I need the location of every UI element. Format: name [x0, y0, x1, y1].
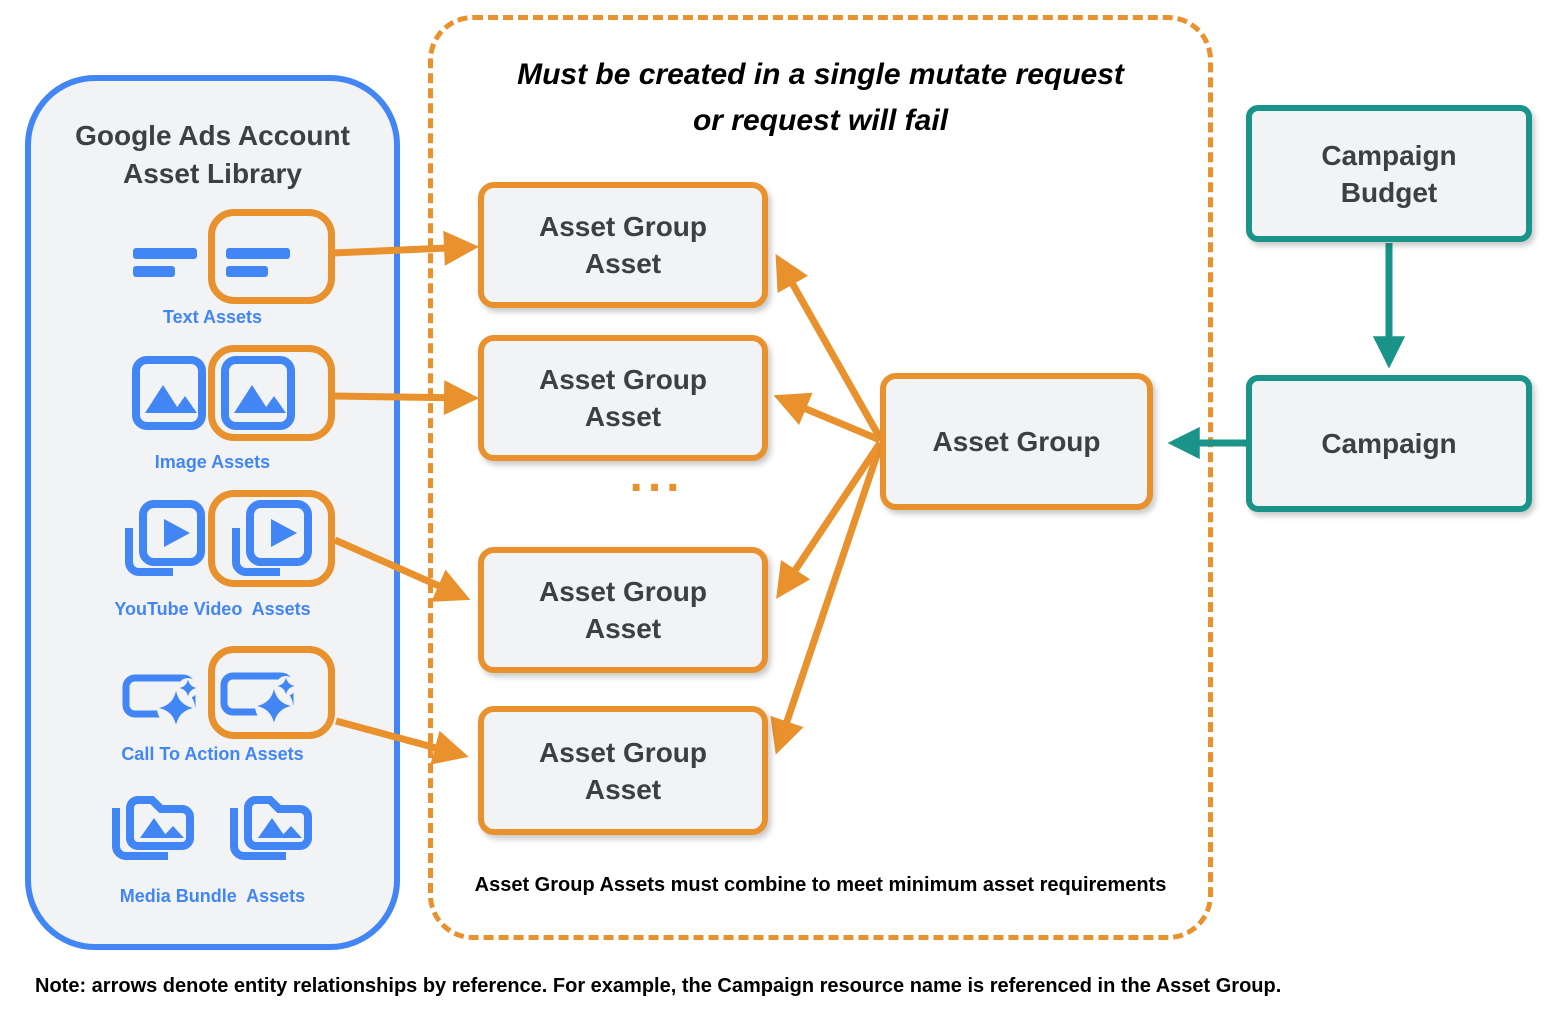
arrow-cta-asset-to-aga4: [335, 717, 469, 765]
asset-group-asset-box-2: Asset Group Asset: [478, 335, 768, 461]
campaign-budget-label-line2: Budget: [1340, 176, 1438, 208]
asset-group-box: Asset Group: [880, 373, 1153, 510]
call-to-action-selection-ring: [208, 646, 335, 739]
arrow-asset-group-to-aga4: [770, 444, 884, 755]
asset-library-title: Google Ads Account Asset Library: [31, 117, 394, 193]
image-assets-label: Image Assets: [154, 452, 271, 472]
call-to-action-asset-icon: [220, 672, 296, 722]
asset-library-panel: Google Ads Account Asset Library Text As…: [25, 75, 400, 950]
arrow-youtube-asset-to-aga3: [333, 536, 471, 602]
image-asset-icon: [221, 356, 295, 430]
campaign-budget-label-line1: Campaign: [1321, 139, 1457, 171]
asset-group-label: Asset Group: [932, 426, 1101, 457]
campaign-box: Campaign: [1246, 375, 1532, 512]
heading-line-1: Must be created in a single mutate reque…: [517, 58, 1124, 91]
footnote: Note: arrows denote entity relationships…: [35, 975, 1282, 997]
mutate-request-heading: Must be created in a single mutate reque…: [428, 52, 1213, 144]
youtube-video-asset-selection-ring: [208, 490, 335, 587]
aga4-label-line2: Asset: [584, 773, 662, 805]
asset-group-asset-box-1: Asset Group Asset: [478, 182, 768, 308]
image-asset-selection-ring: [208, 345, 335, 441]
aga2-label-line1: Asset Group: [538, 364, 708, 395]
call-to-action-asset-icon: [122, 674, 198, 724]
image-asset-icon: [132, 356, 206, 430]
text-asset-icon: [133, 248, 197, 277]
arrow-asset-group-to-aga2: [773, 392, 882, 444]
campaign-label: Campaign: [1321, 428, 1457, 459]
call-to-action-assets-label: Call To Action Assets: [121, 744, 304, 764]
aga1-label-line1: Asset Group: [538, 211, 708, 242]
aga3-label-line1: Asset Group: [538, 576, 708, 607]
arrow-asset-group-to-aga3: [776, 441, 883, 599]
text-asset-selection-ring: [208, 209, 335, 304]
youtube-video-asset-icon: [125, 500, 205, 576]
aga4-label-line1: Asset Group: [538, 736, 708, 768]
media-bundle-asset-icon: [112, 796, 194, 860]
youtube-video-assets-label: YouTube Video Assets: [114, 599, 311, 619]
aga3-label-line2: Asset: [584, 613, 662, 644]
aga1-label-line2: Asset: [584, 248, 662, 279]
asset-group-asset-box-4: Asset Group Asset: [478, 706, 768, 835]
youtube-video-asset-icon: [232, 500, 312, 576]
library-title-line-2: Asset Library: [123, 158, 302, 189]
text-assets-label: Text Assets: [162, 307, 263, 327]
media-bundle-assets-label: Media Bundle Assets: [119, 886, 306, 906]
asset-group-asset-box-3: Asset Group Asset: [478, 547, 768, 673]
heading-line-2: or request will fail: [692, 104, 949, 137]
media-bundle-asset-icon: [230, 796, 312, 860]
arrow-image-asset-to-aga2: [332, 380, 479, 416]
arrow-asset-group-to-aga1: [775, 253, 884, 440]
aga2-label-line2: Asset: [584, 401, 662, 432]
text-asset-icon: [226, 248, 290, 277]
arrow-text-asset-to-aga1: [332, 230, 479, 266]
library-title-line-1: Google Ads Account: [75, 120, 350, 151]
campaign-budget-box: Campaign Budget: [1246, 105, 1532, 242]
mutate-requirements-caption: Asset Group Assets must combine to meet …: [474, 874, 1167, 896]
